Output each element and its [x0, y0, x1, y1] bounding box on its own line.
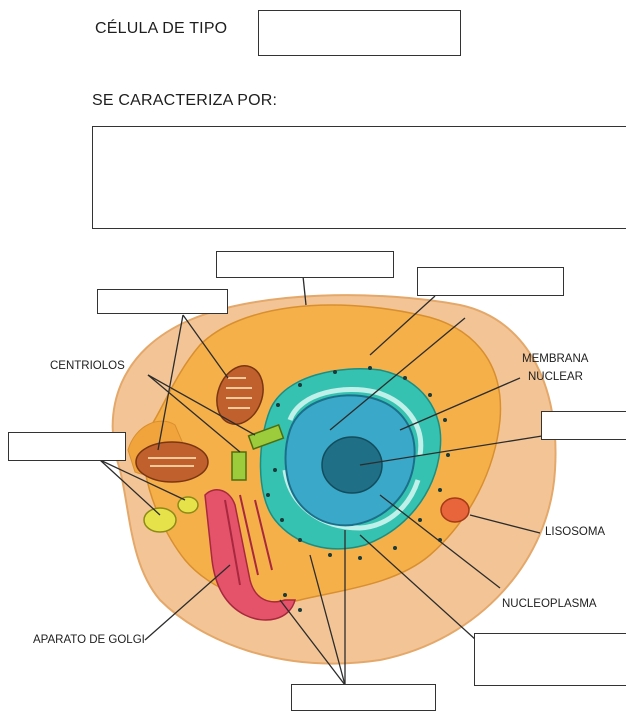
label-nucleoplasma: NUCLEOPLASMA — [502, 598, 597, 610]
blank-bottom-center[interactable] — [291, 684, 436, 711]
label-lisosoma: LISOSOMA — [545, 526, 605, 538]
nucleolus — [322, 437, 382, 493]
centriole-2 — [232, 452, 246, 480]
blank-left[interactable] — [8, 432, 126, 461]
blank-top-right[interactable] — [417, 267, 564, 296]
vesicle-1 — [144, 508, 176, 532]
vesicle-2 — [178, 497, 198, 513]
mitochondrion-left — [136, 442, 208, 482]
label-centriolos: CENTRIOLOS — [50, 360, 125, 372]
label-nuclear: NUCLEAR — [528, 371, 583, 383]
blank-right[interactable] — [541, 411, 626, 440]
lysosome — [441, 498, 469, 522]
label-membrana: MEMBRANA — [522, 353, 588, 365]
blank-top-center[interactable] — [216, 251, 394, 278]
label-golgi: APARATO DE GOLGI — [33, 634, 145, 646]
blank-bottom-right[interactable] — [474, 633, 626, 686]
blank-top-left[interactable] — [97, 289, 228, 314]
